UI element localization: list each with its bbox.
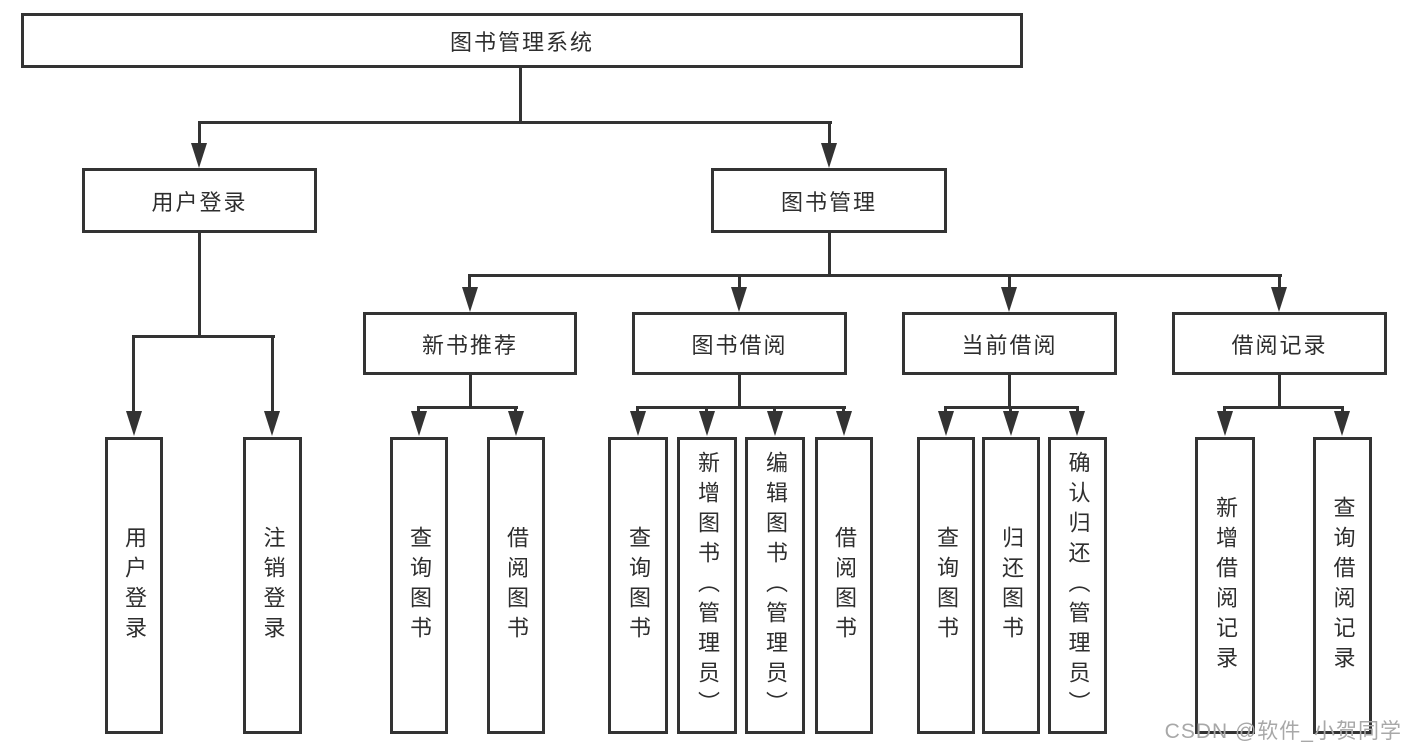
arrow-down-icon [462, 287, 478, 312]
leaf-recommend-borrow-books: 借阅图书 [487, 437, 545, 734]
leaf-recommend-query-books-label: 查询图书 [407, 525, 432, 646]
connector-line [417, 406, 420, 414]
node-book-management: 图书管理 [711, 168, 947, 233]
leaf-records-add-record-label: 新增借阅记录 [1213, 495, 1238, 676]
node-new-book-recommend-label: 新书推荐 [421, 332, 518, 358]
arrow-down-icon [1001, 287, 1017, 312]
leaf-borrow-borrow-books-label: 借阅图书 [832, 525, 857, 646]
leaf-borrow-add-books-label: 新增图书（管理员） [695, 450, 720, 721]
leaf-logout-label: 注销登录 [260, 525, 286, 646]
arrow-down-icon [411, 411, 427, 436]
connector-line [1008, 373, 1011, 409]
node-new-book-recommend: 新书推荐 [363, 312, 577, 375]
node-borrow-records-label: 借阅记录 [1231, 332, 1328, 358]
leaf-user-login: 用户登录 [105, 437, 163, 734]
arrow-down-icon [508, 411, 524, 436]
connector-line [636, 406, 639, 414]
connector-line [198, 121, 832, 124]
arrow-down-icon [1217, 411, 1233, 436]
connector-line [519, 66, 522, 124]
connector-line [198, 230, 201, 338]
connector-line [514, 406, 517, 414]
arrow-down-icon [1069, 411, 1085, 436]
connector-line [1223, 406, 1226, 414]
leaf-records-query-record-label: 查询借阅记录 [1330, 495, 1356, 676]
connector-line [198, 121, 201, 147]
connector-line [468, 274, 471, 290]
connector-line [1278, 373, 1281, 409]
node-root-label: 图书管理系统 [449, 29, 594, 55]
arrow-down-icon [767, 411, 783, 436]
connector-line [132, 335, 275, 338]
leaf-borrow-query-books: 查询图书 [608, 437, 668, 734]
leaf-current-query-books: 查询图书 [917, 437, 975, 734]
arrow-down-icon [264, 411, 280, 436]
arrow-down-icon [731, 287, 747, 312]
node-current-borrow-label: 当前借阅 [961, 332, 1058, 358]
leaf-borrow-borrow-books: 借阅图书 [815, 437, 873, 734]
arrow-down-icon [938, 411, 954, 436]
leaf-borrow-query-books-label: 查询图书 [626, 525, 651, 646]
connector-line [842, 406, 845, 414]
node-book-borrow-label: 图书借阅 [691, 332, 788, 358]
arrow-down-icon [191, 143, 207, 168]
arrow-down-icon [1003, 411, 1019, 436]
connector-line [773, 406, 776, 414]
leaf-user-login-label: 用户登录 [122, 525, 147, 646]
leaf-current-return-books: 归还图书 [982, 437, 1040, 734]
leaf-recommend-borrow-books-label: 借阅图书 [504, 525, 529, 646]
leaf-borrow-edit-books-label: 编辑图书（管理员） [763, 450, 788, 721]
connector-line [636, 406, 846, 409]
connector-line [828, 121, 831, 147]
node-user-login-label: 用户登录 [151, 189, 248, 215]
leaf-recommend-query-books: 查询图书 [390, 437, 448, 734]
node-user-login: 用户登录 [82, 168, 317, 233]
leaf-current-return-books-label: 归还图书 [999, 525, 1024, 646]
connector-line [417, 406, 518, 409]
arrow-down-icon [836, 411, 852, 436]
node-borrow-records: 借阅记录 [1172, 312, 1387, 375]
arrow-down-icon [1271, 287, 1287, 312]
leaf-current-confirm-return: 确认归还（管理员） [1048, 437, 1107, 734]
leaf-logout: 注销登录 [243, 437, 302, 734]
leaf-borrow-add-books: 新增图书（管理员） [677, 437, 737, 734]
node-root: 图书管理系统 [21, 13, 1023, 68]
connector-line [1341, 406, 1344, 414]
connector-line [132, 335, 135, 412]
leaf-current-query-books-label: 查询图书 [934, 525, 959, 646]
node-current-borrow: 当前借阅 [902, 312, 1117, 375]
arrow-down-icon [699, 411, 715, 436]
connector-line [1278, 274, 1281, 290]
arrow-down-icon [126, 411, 142, 436]
arrow-down-icon [1334, 411, 1350, 436]
node-book-borrow: 图书借阅 [632, 312, 847, 375]
connector-line [944, 406, 947, 414]
connector-line [1223, 406, 1344, 409]
watermark: CSDN @软件_小贺同学 [1164, 720, 1402, 743]
connector-line [738, 274, 741, 290]
connector-line [469, 373, 472, 409]
leaf-records-query-record: 查询借阅记录 [1313, 437, 1372, 734]
connector-line [271, 335, 274, 412]
arrow-down-icon [630, 411, 646, 436]
connector-line [738, 373, 741, 409]
node-book-management-label: 图书管理 [780, 189, 877, 215]
connector-line [705, 406, 708, 414]
leaf-records-add-record: 新增借阅记录 [1195, 437, 1255, 734]
leaf-borrow-edit-books: 编辑图书（管理员） [745, 437, 805, 734]
arrow-down-icon [821, 143, 837, 168]
connector-line [1076, 406, 1079, 414]
connector-line [1009, 406, 1012, 414]
leaf-current-confirm-return-label: 确认归还（管理员） [1065, 450, 1091, 721]
connector-line [1008, 274, 1011, 290]
connector-line [828, 230, 831, 277]
connector-line [468, 274, 1282, 277]
